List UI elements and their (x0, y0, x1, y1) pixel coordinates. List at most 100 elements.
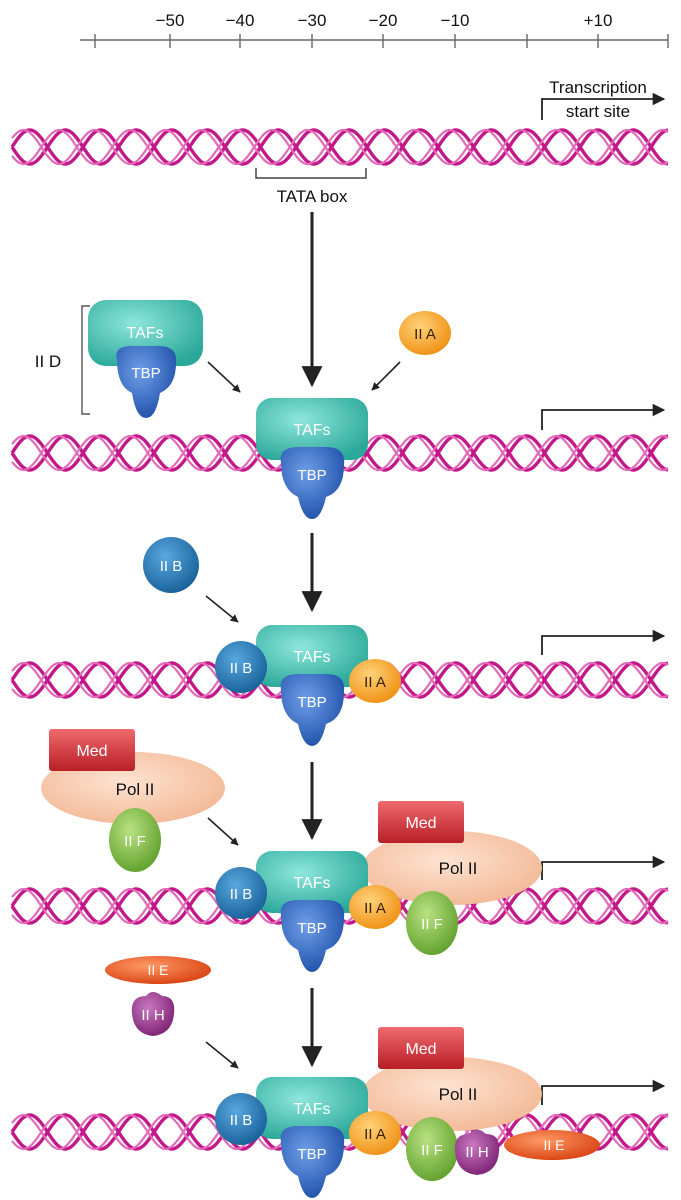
free-med-shape (49, 729, 135, 771)
start-site-arrows (541, 403, 666, 1105)
iie-label: II E (543, 1137, 564, 1153)
transcription-start-label-line2: start site (566, 102, 630, 121)
tbp-label: TBP (297, 467, 326, 484)
iih-shape (454, 1129, 500, 1175)
start-site-arrow-4 (541, 855, 666, 880)
tafs-shape (256, 398, 368, 460)
free-iid-complex: II D TAFs TBP (35, 300, 203, 418)
tick-label-plus-10: +10 (584, 11, 613, 30)
approach-arrow-iie-iih (205, 1041, 239, 1069)
tbp-shape (280, 1126, 345, 1198)
tafs-shape (256, 625, 368, 687)
free-iia-shape (399, 311, 451, 355)
med-label: Med (405, 1041, 436, 1058)
dna-strand (11, 128, 669, 166)
tafs-shape (256, 1077, 368, 1139)
tick-label-minus-30: −30 (298, 11, 327, 30)
tafs-label: TAFs (293, 422, 330, 439)
iif-label: II F (421, 916, 443, 933)
tick-label-minus-10: −10 (441, 11, 470, 30)
iia-shape (349, 885, 401, 929)
tbp-shape (280, 447, 345, 519)
iia-shape (349, 659, 401, 703)
iib-shape (215, 1093, 267, 1145)
tbp-label: TBP (297, 1146, 326, 1163)
free-tafs-shape (88, 300, 203, 366)
start-site-arrow-5 (541, 1079, 666, 1105)
iif-label: II F (421, 1142, 443, 1159)
iia-label: II A (364, 674, 386, 691)
iib-label: II B (230, 660, 253, 677)
start-site-arrow-3 (541, 629, 666, 655)
approach-arrow-iia (371, 361, 401, 391)
free-tbp-shape (116, 346, 177, 418)
med-shape (378, 1027, 464, 1069)
approach-arrow-polii (207, 817, 239, 846)
tata-box-label: TATA box (277, 187, 348, 206)
tafs-label: TAFs (293, 649, 330, 666)
polii-shape (362, 1057, 542, 1131)
iib-shape (215, 641, 267, 693)
med-label: Med (405, 815, 436, 832)
free-iia: II A (399, 311, 451, 355)
iib-shape (215, 867, 267, 919)
free-med-label: Med (76, 743, 107, 760)
free-iif-label: II F (124, 833, 146, 850)
iia-label: II A (364, 1126, 386, 1143)
tbp-label: TBP (297, 920, 326, 937)
transcription-start-arrow (541, 92, 666, 120)
free-iie-iih: II E II H (105, 956, 211, 1036)
polii-label: Pol II (439, 1085, 478, 1104)
polii-shape (362, 831, 542, 905)
free-tafs-label: TAFs (126, 325, 163, 342)
iid-bracket (81, 305, 90, 415)
iid-label: II D (35, 352, 61, 371)
iih-label: II H (465, 1144, 488, 1161)
approach-arrow-iid (207, 361, 241, 393)
free-tbp-label: TBP (131, 365, 160, 382)
approach-arrows (205, 361, 401, 1069)
tick-label-minus-20: −20 (369, 11, 398, 30)
iie-shape (504, 1130, 600, 1160)
position-scale: −50 −40 −30 −20 −10 +10 (80, 11, 669, 48)
free-polii-complex: Pol II Med II F (41, 729, 225, 872)
iia-shape (349, 1111, 401, 1155)
dna-helix-1 (10, 128, 669, 166)
free-iie-label: II E (147, 962, 168, 978)
polii-label: Pol II (439, 859, 478, 878)
tafs-shape (256, 851, 368, 913)
iif-shape (406, 1117, 458, 1181)
free-iif-shape (109, 808, 161, 872)
tbp-shape (280, 900, 345, 972)
med-shape (378, 801, 464, 843)
tbp-label: TBP (297, 694, 326, 711)
iib-label: II B (230, 886, 253, 903)
transcription-start-label-line1: Transcription (549, 78, 647, 97)
stage-1-promoter: Transcription start site TATA box (255, 78, 666, 206)
tafs-label: TAFs (293, 1101, 330, 1118)
tata-box-bracket (255, 168, 367, 179)
free-iib: II B (143, 537, 199, 593)
free-iib-label: II B (160, 558, 183, 575)
free-iib-shape (143, 537, 199, 593)
iif-shape (406, 891, 458, 955)
tafs-label: TAFs (293, 875, 330, 892)
tbp-shape (280, 674, 345, 746)
free-iie-shape (105, 956, 211, 984)
iib-label: II B (230, 1112, 253, 1129)
tick-label-minus-50: −50 (156, 11, 185, 30)
free-iih-shape (131, 992, 175, 1036)
tick-label-minus-40: −40 (226, 11, 255, 30)
free-polii-label: Pol II (116, 780, 155, 799)
approach-arrow-iib (205, 595, 239, 623)
dna-strand (11, 128, 669, 166)
start-site-arrow-2 (541, 403, 666, 430)
iia-label: II A (364, 900, 386, 917)
free-iih-label: II H (141, 1007, 164, 1024)
